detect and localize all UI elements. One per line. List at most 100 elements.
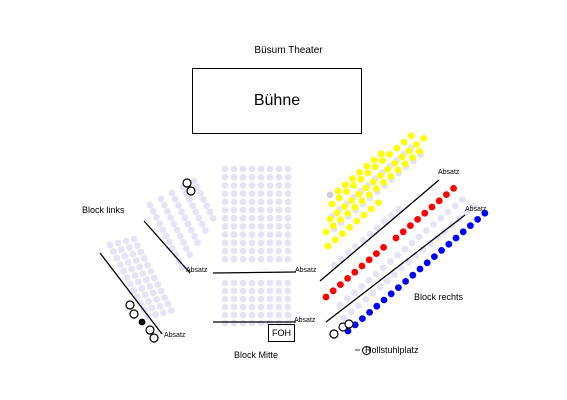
seat-middle[interactable] (257, 239, 265, 247)
seat-middle[interactable] (248, 206, 256, 214)
seat-right-yellow[interactable] (335, 194, 343, 202)
seat-right-blue[interactable] (452, 234, 460, 242)
seat-right[interactable] (381, 218, 388, 226)
seat-right[interactable] (366, 230, 374, 238)
seat-left[interactable] (209, 214, 217, 222)
seat-right-yellow[interactable] (407, 132, 415, 140)
seat-left[interactable] (156, 220, 164, 228)
seat-right-yellow[interactable] (339, 230, 346, 238)
seat-middle[interactable] (221, 255, 229, 263)
seat-right-red[interactable] (373, 250, 380, 257)
seat-left[interactable] (153, 214, 160, 221)
seat-middle[interactable] (239, 319, 247, 327)
seat-middle[interactable] (248, 239, 256, 247)
seat-middle[interactable] (275, 173, 283, 181)
seat-left[interactable] (153, 296, 161, 303)
seat-right[interactable] (387, 258, 394, 265)
seat-left[interactable] (148, 304, 156, 312)
seat-left[interactable] (173, 226, 181, 234)
seat-middle[interactable] (266, 239, 274, 247)
seat-right-blue[interactable] (467, 222, 474, 230)
seat-left[interactable] (164, 300, 172, 308)
seat-left[interactable] (203, 202, 211, 210)
seat-middle[interactable] (239, 255, 247, 263)
seat-right-yellow[interactable] (377, 172, 384, 180)
seat-right-yellow[interactable] (343, 188, 350, 196)
wheelchair-seat-left[interactable] (149, 333, 159, 343)
seat-right[interactable] (451, 202, 459, 210)
seat-left[interactable] (152, 311, 159, 318)
seat-middle[interactable] (230, 247, 238, 255)
seat-middle[interactable] (230, 214, 238, 222)
seat-middle[interactable] (257, 182, 265, 189)
seat-left[interactable] (149, 289, 157, 297)
seat-left[interactable] (206, 208, 214, 216)
wheelchair-seat-right[interactable] (344, 319, 354, 329)
seat-right-red[interactable] (407, 222, 414, 230)
seat-left[interactable] (147, 268, 155, 275)
seat-middle[interactable] (221, 223, 229, 230)
seat-middle[interactable] (284, 295, 292, 303)
seat-middle[interactable] (266, 231, 274, 239)
seat-left-taken[interactable] (138, 318, 146, 326)
seat-middle[interactable] (248, 165, 256, 173)
seat-middle[interactable] (221, 295, 229, 303)
seat-middle[interactable] (248, 311, 256, 319)
seat-left[interactable] (202, 227, 209, 234)
seat-left[interactable] (191, 233, 198, 240)
seat-middle[interactable] (221, 198, 229, 206)
seat-right-blue[interactable] (373, 302, 381, 310)
seat-middle[interactable] (257, 303, 265, 311)
seat-left[interactable] (154, 281, 162, 288)
seat-middle[interactable] (284, 223, 292, 230)
seat-left[interactable] (176, 232, 184, 240)
seat-right-yellow[interactable] (329, 222, 337, 230)
seat-middle[interactable] (266, 311, 274, 319)
seat-right[interactable] (395, 205, 403, 213)
seat-middle[interactable] (221, 239, 229, 247)
seat-left[interactable] (157, 287, 165, 295)
seat-right-yellow[interactable] (357, 175, 365, 183)
seat-middle[interactable] (248, 303, 256, 311)
seat-middle[interactable] (248, 214, 256, 222)
seat-right-blue[interactable] (416, 265, 424, 273)
seat-right-yellow[interactable] (333, 209, 341, 217)
seat-left[interactable] (132, 257, 140, 264)
seat-middle[interactable] (221, 247, 229, 255)
seat-middle[interactable] (257, 247, 265, 255)
seat-right-yellow[interactable] (409, 154, 416, 162)
seat-left[interactable] (161, 294, 169, 301)
seat-right-yellow[interactable] (386, 151, 393, 158)
seat-left[interactable] (135, 278, 142, 286)
seat-right-yellow[interactable] (373, 185, 380, 193)
seat-left[interactable] (129, 250, 137, 258)
seat-right[interactable] (358, 283, 365, 290)
seat-right-yellow[interactable] (362, 184, 370, 192)
seat-middle[interactable] (221, 311, 229, 319)
seat-right[interactable] (376, 283, 384, 291)
seat-right-red[interactable] (329, 287, 337, 295)
seat-middle[interactable] (230, 295, 238, 303)
seat-right-blue[interactable] (380, 296, 388, 304)
seat-right[interactable] (352, 243, 359, 250)
seat-middle[interactable] (248, 182, 256, 189)
seat-right-yellow[interactable] (380, 179, 387, 186)
seat-right-yellow[interactable] (365, 191, 373, 199)
seat-middle[interactable] (257, 190, 265, 198)
seat-left[interactable] (122, 237, 130, 245)
seat-right-blue[interactable] (359, 315, 366, 322)
seat-middle[interactable] (266, 295, 274, 303)
seat-right-yellow[interactable] (416, 148, 423, 155)
seat-left[interactable] (146, 283, 154, 290)
seat-right-yellow[interactable] (356, 169, 363, 176)
seat-middle[interactable] (266, 287, 274, 295)
seat-right-red[interactable] (365, 256, 373, 264)
seat-middle[interactable] (266, 223, 274, 230)
seat-middle[interactable] (275, 239, 283, 247)
seat-right[interactable] (379, 264, 387, 272)
seat-right[interactable] (427, 240, 434, 248)
seat-middle[interactable] (284, 165, 292, 173)
seat-right[interactable] (398, 265, 405, 272)
seat-middle[interactable] (230, 165, 238, 173)
seat-left[interactable] (121, 252, 129, 260)
